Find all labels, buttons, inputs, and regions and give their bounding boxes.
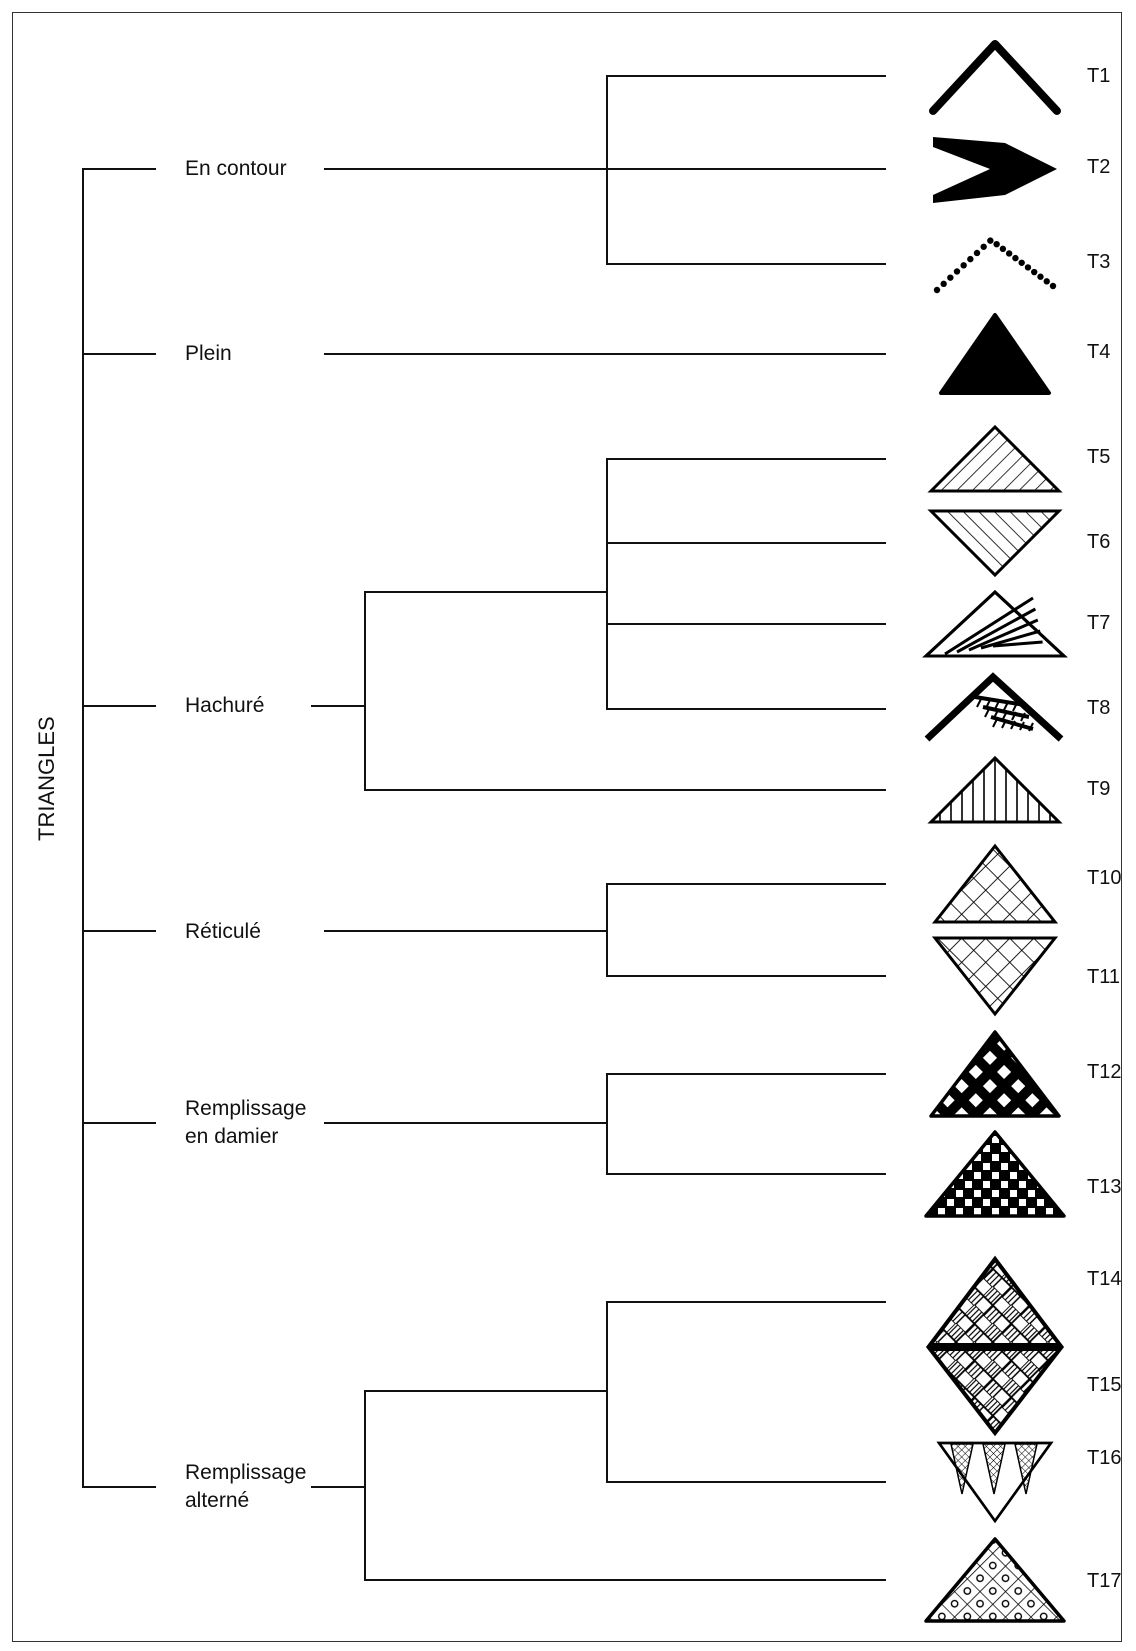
motif-t12-checker-diamonds-triangle-icon: [931, 1032, 1059, 1116]
motif-t5-hatched-triangle-icon: [931, 427, 1059, 491]
leaf-code-t5: T5: [1087, 446, 1110, 469]
leaf-code-t17: T17: [1087, 1570, 1121, 1593]
motif-t11-crosshatch-inverted-triangle-icon: [935, 938, 1055, 1014]
motif-t16-inverted-crosshatch-bands-icon: [939, 1443, 1051, 1521]
motif-t14-alternating-hatched-triangle-icon: [930, 1259, 1060, 1345]
leaf-code-t14: T14: [1087, 1268, 1121, 1291]
motif-t2-chevron-arrow-icon: [933, 137, 1057, 203]
leaf-code-t2: T2: [1087, 156, 1110, 179]
category-alterne-line2: alterné: [185, 1487, 249, 1515]
leaf-code-t13: T13: [1087, 1176, 1121, 1199]
motif-t9-vertical-hatch-triangle-icon: [931, 758, 1059, 822]
leaf-code-t7: T7: [1087, 612, 1110, 635]
motif-t3-dotted-chevron-icon: [934, 237, 1056, 293]
motif-t4-solid-triangle-icon: [941, 315, 1049, 393]
root-label: TRIANGLES: [34, 721, 60, 841]
leaf-code-t1: T1: [1087, 65, 1110, 88]
motif-t15-alternating-hatched-inverted-triangle-icon: [930, 1349, 1060, 1433]
category-en-contour: En contour: [185, 155, 287, 183]
motif-t17-crosshatch-dots-triangle-icon: [926, 1539, 1064, 1621]
leaf-code-t12: T12: [1087, 1061, 1121, 1084]
motif-t1-chevron-outline-icon: [933, 44, 1057, 111]
category-plein: Plein: [185, 340, 232, 368]
category-hachure: Hachuré: [185, 692, 264, 720]
leaf-code-t4: T4: [1087, 341, 1110, 364]
leaf-code-t10: T10: [1087, 867, 1121, 890]
category-damier-line2: en damier: [185, 1123, 278, 1151]
leaf-code-t15: T15: [1087, 1374, 1121, 1397]
motif-t8-fringed-chevron-icon: [927, 677, 1061, 739]
leaf-code-t9: T9: [1087, 778, 1110, 801]
motif-t7-fringed-bands-triangle-icon: [926, 592, 1064, 656]
leaf-code-t16: T16: [1087, 1447, 1121, 1470]
motif-t6-hatched-inverted-triangle-icon: [931, 511, 1059, 575]
leaf-code-t11: T11: [1087, 966, 1120, 989]
leaf-code-t8: T8: [1087, 697, 1110, 720]
motif-t10-crosshatch-triangle-icon: [935, 846, 1055, 922]
motif-t13-checker-squares-triangle-icon: [926, 1132, 1064, 1216]
category-alterne-line1: Remplissage: [185, 1459, 306, 1487]
leaf-code-t3: T3: [1087, 251, 1110, 274]
category-reticule: Réticulé: [185, 918, 261, 946]
leaf-code-t6: T6: [1087, 531, 1110, 554]
category-damier-line1: Remplissage: [185, 1095, 306, 1123]
